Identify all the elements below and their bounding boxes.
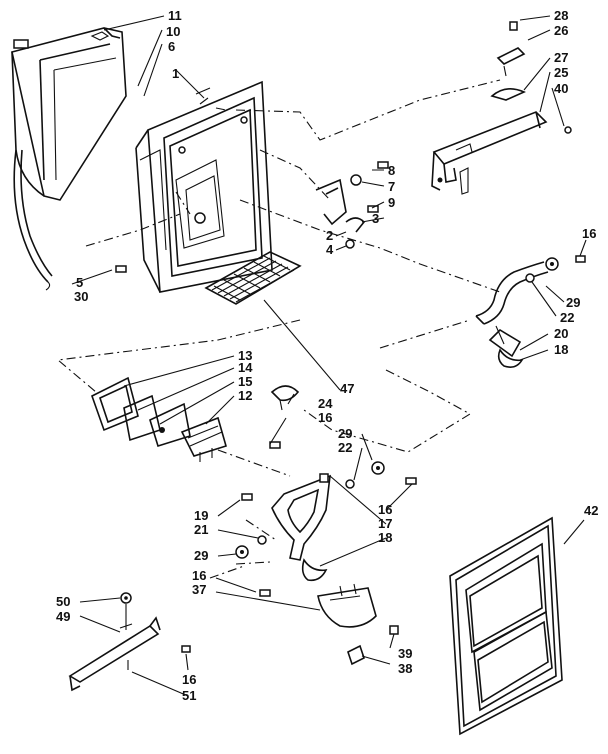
callout-15: 15 (238, 374, 252, 389)
left-screws (45, 265, 127, 291)
callout-47: 47 (340, 381, 354, 396)
dispenser-frame (135, 80, 273, 293)
callout-16-left: 16 (192, 568, 206, 583)
callout-22-center: 22 (338, 440, 352, 455)
callout-2: 2 (326, 228, 333, 243)
callout-20: 20 (554, 326, 568, 341)
assembly-dash-lines (56, 79, 501, 579)
callout-39: 39 (398, 646, 412, 661)
callout-18-center: 18 (378, 530, 392, 545)
callout-40: 40 (554, 81, 568, 96)
callout-16-bottom: 16 (182, 672, 196, 687)
callout-16-right: 16 (582, 226, 596, 241)
callout-14: 14 (238, 360, 253, 375)
dispenser-front-panel (449, 516, 563, 736)
callout-11: 11 (168, 8, 182, 23)
callout-3: 3 (372, 211, 379, 226)
dispenser-cover-plates (91, 376, 227, 462)
leader-lines (71, 15, 587, 697)
callout-13: 13 (238, 348, 252, 363)
callout-21: 21 (194, 522, 208, 537)
ice-chute (259, 583, 377, 628)
callout-17: 17 (378, 516, 392, 531)
callout-9: 9 (388, 195, 395, 210)
water-actuator-arm (475, 255, 586, 368)
callout-10: 10 (166, 24, 180, 39)
callout-37: 37 (192, 582, 206, 597)
callout-4: 4 (326, 242, 334, 257)
callout-30: 30 (74, 289, 88, 304)
lower-lever-assembly (68, 592, 191, 692)
callout-18-right: 18 (554, 342, 568, 357)
callout-49: 49 (56, 609, 70, 624)
callout-26: 26 (554, 23, 568, 38)
ice-bucket-housing (11, 27, 127, 283)
callout-1: 1 (172, 66, 179, 81)
callout-29-center: 29 (338, 426, 352, 441)
callout-16-center: 16 (318, 410, 332, 425)
callout-19: 19 (194, 508, 208, 523)
callout-24: 24 (318, 396, 333, 411)
callout-22-right: 22 (560, 310, 574, 325)
callout-42: 42 (584, 503, 598, 518)
upper-mounting-bracket (431, 21, 572, 195)
callout-27: 27 (554, 50, 568, 65)
callout-50: 50 (56, 594, 70, 609)
callout-29-right: 29 (566, 295, 580, 310)
callout-12: 12 (238, 388, 252, 403)
callout-25: 25 (554, 65, 568, 80)
ice-actuator-lever (235, 461, 417, 582)
callout-7: 7 (388, 179, 395, 194)
callout-5: 5 (76, 275, 83, 290)
callout-labels: 11 10 6 1 28 26 27 25 40 8 7 9 3 2 4 16 … (56, 8, 598, 703)
callout-29-left: 29 (194, 548, 208, 563)
callout-38: 38 (398, 661, 412, 676)
drip-tray-grille (204, 251, 302, 305)
callout-51: 51 (182, 688, 196, 703)
callout-6: 6 (168, 39, 175, 54)
callout-28: 28 (554, 8, 568, 23)
clip-part (269, 385, 300, 449)
callout-8: 8 (388, 163, 395, 178)
callout-16-lower: 16 (378, 502, 392, 517)
